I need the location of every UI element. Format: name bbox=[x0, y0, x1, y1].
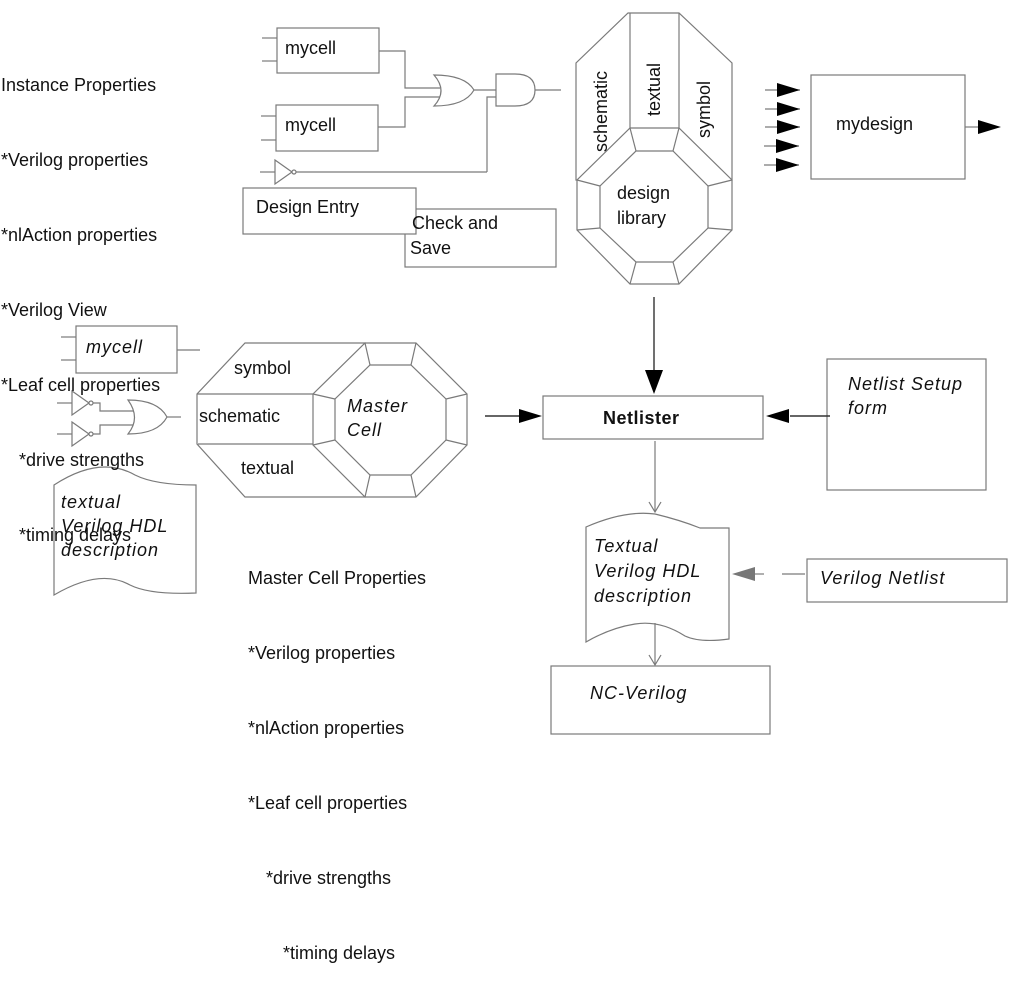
textual-doc-line2: Verilog HDL bbox=[61, 516, 169, 536]
design-library-label-2: library bbox=[617, 208, 667, 228]
netlister-label: Netlister bbox=[603, 408, 680, 428]
flow-diagram bbox=[53, 12, 1008, 735]
instance-properties: Instance Properties *Verilog properties … bbox=[1, 23, 160, 573]
master-property-subitem: *drive strengths bbox=[266, 868, 392, 888]
master-property-subsubitem: *timing delays bbox=[283, 943, 396, 963]
input-arrows bbox=[764, 83, 800, 172]
output-arrow-icon bbox=[978, 120, 1001, 134]
or-gate-icon bbox=[432, 74, 475, 107]
mycell-italic-label: mycell bbox=[86, 337, 144, 357]
textual-verilog-output-doc-shape[interactable] bbox=[585, 512, 730, 644]
netlist-setup-line1: Netlist Setup bbox=[848, 374, 964, 394]
instance-property-item: *nlAction properties bbox=[1, 225, 158, 245]
mycell-box-1[interactable] bbox=[276, 27, 380, 74]
instance-property-item: *Verilog View bbox=[1, 300, 107, 320]
inverter-icon bbox=[71, 420, 91, 448]
instance-property-subitem: *timing delays bbox=[19, 525, 132, 545]
master-cell-shape bbox=[196, 342, 468, 498]
output-doc-line2: Verilog HDL bbox=[594, 561, 702, 581]
master-view-symbol: symbol bbox=[234, 358, 292, 378]
master-cell-label-2: Cell bbox=[347, 420, 383, 440]
master-property-item: *Verilog properties bbox=[248, 643, 396, 663]
master-cell-inputs bbox=[53, 325, 200, 597]
check-save-line2: Save bbox=[410, 238, 452, 258]
library-view-symbol: symbol bbox=[694, 80, 714, 138]
nc-verilog-label: NC-Verilog bbox=[590, 683, 688, 703]
arrow-left-gray-icon bbox=[732, 567, 755, 581]
textual-doc-line1: textual bbox=[61, 492, 122, 512]
arrow-down-icon bbox=[645, 370, 663, 394]
design-entry-label: Design Entry bbox=[256, 197, 360, 217]
mycell-box-2[interactable] bbox=[275, 104, 379, 152]
library-view-textual: textual bbox=[644, 62, 664, 116]
master-property-item: *nlAction properties bbox=[248, 718, 405, 738]
design-library-label-1: design bbox=[617, 183, 671, 203]
verilog-netlist-label: Verilog Netlist bbox=[820, 568, 946, 588]
mydesign-label: mydesign bbox=[836, 114, 914, 134]
master-properties-title: Master Cell Properties bbox=[248, 568, 427, 588]
instance-property-item: *Leaf cell properties bbox=[1, 375, 161, 395]
and-gate-icon bbox=[495, 73, 536, 107]
arrow-right-icon bbox=[519, 409, 542, 423]
instance-properties-title: Instance Properties bbox=[1, 75, 157, 95]
inverter-icon bbox=[71, 389, 91, 417]
textual-verilog-doc-shape[interactable] bbox=[53, 466, 197, 597]
master-property-item: *Leaf cell properties bbox=[248, 793, 408, 813]
instance-property-subitem: *drive strengths bbox=[19, 450, 145, 470]
instance-property-item: *Verilog properties bbox=[1, 150, 149, 170]
design-entry-box[interactable] bbox=[242, 187, 417, 235]
netlist-setup-form-box[interactable] bbox=[826, 358, 987, 491]
master-cell-properties: Master Cell Properties *Verilog properti… bbox=[248, 516, 426, 991]
verilog-netlist-box[interactable] bbox=[806, 558, 1008, 603]
master-view-schematic: schematic bbox=[199, 406, 281, 426]
mycell-label-2: mycell bbox=[285, 115, 337, 135]
arrow-left-icon bbox=[766, 409, 789, 423]
or-gate-icon bbox=[126, 399, 168, 435]
mycell-label-1: mycell bbox=[285, 38, 337, 58]
netlister-box[interactable] bbox=[542, 395, 764, 440]
master-view-textual: textual bbox=[241, 458, 295, 478]
nc-verilog-box[interactable] bbox=[550, 665, 771, 735]
netlist-setup-line2: form bbox=[848, 398, 888, 418]
output-doc-line1: Textual bbox=[594, 536, 659, 556]
mydesign-block bbox=[764, 74, 1001, 180]
textual-doc-line3: description bbox=[61, 540, 160, 560]
check-and-save-box[interactable] bbox=[404, 208, 557, 268]
design-library-shape bbox=[575, 12, 733, 285]
check-save-line1: Check and bbox=[412, 213, 499, 233]
inverter-icon bbox=[274, 158, 294, 186]
library-view-schematic: schematic bbox=[591, 70, 611, 152]
design-entry-schematic bbox=[242, 27, 561, 268]
mydesign-box[interactable] bbox=[810, 74, 966, 180]
output-doc-line3: description bbox=[594, 586, 693, 606]
master-cell-label-1: Master bbox=[347, 396, 409, 416]
